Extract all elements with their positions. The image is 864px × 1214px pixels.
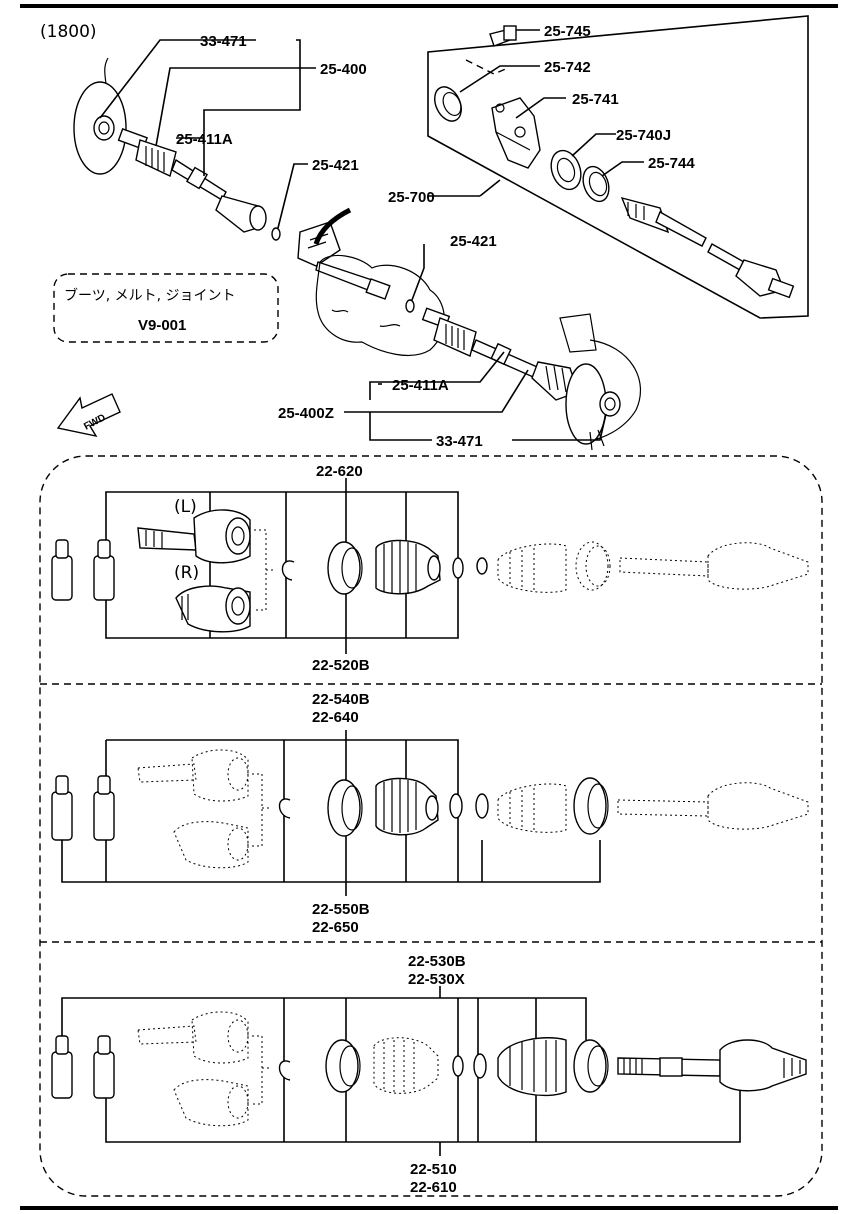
label-25-745: 25-745 (544, 23, 591, 40)
grease-tube-1 (51, 539, 73, 601)
snap-ring (281, 560, 295, 581)
p2-bottom-label-1: 22-550B (312, 901, 370, 918)
label-33-471-a: 33-471 (200, 33, 247, 50)
label-25-400: 25-400 (320, 61, 367, 78)
clamp-3 (449, 793, 463, 819)
panel-3: 22-530B 22-530X 22-510 22-610 (51, 953, 807, 1196)
snap-ring-2 (278, 798, 291, 819)
grease-tube-3 (51, 775, 73, 841)
right-hub (559, 313, 641, 451)
boot-inner-dotted-3 (373, 1037, 439, 1094)
fwd-arrow: FWD (56, 393, 121, 438)
label-25-700: 25-700 (388, 189, 435, 206)
joint-lower-dotted (173, 821, 249, 869)
circlip-a (271, 227, 281, 241)
tag-right: (R) (174, 563, 199, 583)
label-25-400Z: 25-400Z (278, 405, 334, 422)
left-driveshaft (117, 128, 267, 233)
joint-upper-dotted-3 (137, 1011, 249, 1064)
p3-top-label-1: 22-530B (408, 953, 466, 970)
clamp-1 (452, 557, 464, 579)
label-33-471-b: 33-471 (436, 433, 483, 450)
label-25-741: 25-741 (572, 91, 619, 108)
right-driveshaft (421, 307, 579, 401)
p1-top-label: 22-620 (316, 463, 363, 480)
p3-bottom-label-1: 22-510 (410, 1161, 457, 1178)
inset-box (427, 15, 809, 319)
joint-upper-dotted (137, 749, 249, 802)
seal (434, 86, 462, 122)
clamp-4 (475, 793, 489, 819)
boot-outer-2 (497, 783, 567, 833)
p2-bottom-label-2: 22-650 (312, 919, 359, 936)
top-assembly: 33-471 25-400 25-411A 25-421 25-700 25-4… (73, 15, 809, 451)
label-25-421-a: 25-421 (312, 157, 359, 174)
dust-ring (582, 165, 610, 203)
panel-1: (L) (R) (51, 463, 809, 674)
model-code: (1800) (40, 22, 97, 42)
p3-bottom-label-2: 22-610 (410, 1179, 457, 1196)
label-25-742: 25-742 (544, 59, 591, 76)
boot-band (327, 541, 363, 595)
left-hub (73, 57, 127, 175)
joint-left (137, 509, 251, 564)
tag-left: (L) (174, 497, 197, 517)
bracket (491, 97, 541, 169)
snap-ring-3 (278, 1060, 291, 1081)
p2-top-label-2: 22-640 (312, 709, 359, 726)
circlip-b (405, 299, 415, 313)
label-25-740J: 25-740J (616, 127, 671, 144)
clamp-5 (452, 1055, 464, 1077)
grease-tube-2 (93, 539, 115, 601)
p3-top-label-2: 22-530X (408, 971, 465, 988)
boot-band-4 (325, 1039, 361, 1093)
shaft-3 (617, 1039, 807, 1092)
leader-lines (99, 29, 644, 441)
clamp-6 (473, 1053, 487, 1079)
shaft (619, 542, 809, 590)
bolt (489, 25, 517, 47)
boot-inner-2 (375, 777, 439, 836)
label-25-421-b: 25-421 (450, 233, 497, 250)
panel-2: 22-540B 22-640 22-550B 22-650 (51, 691, 809, 936)
label-25-411A-b: 25-411A (392, 377, 449, 394)
joint-right (175, 585, 251, 633)
p1-bottom-label: 22-520B (312, 657, 370, 674)
boot-band-3 (573, 777, 609, 835)
kits-frame (39, 455, 823, 1197)
shaft-2 (617, 782, 809, 830)
transaxle (297, 207, 445, 357)
clamp-2 (476, 557, 488, 575)
grease-tube-6 (93, 1035, 115, 1099)
boot-outer-3 (497, 1037, 567, 1097)
label-25-411A-a: 25-411A (176, 131, 233, 148)
note-title: ブーツ, メルト, ジョイント (64, 287, 236, 304)
p2-top-label-1: 22-540B (312, 691, 370, 708)
inset-shaft (620, 196, 795, 299)
bearing (550, 149, 582, 191)
boot-band-2 (327, 779, 363, 837)
boot-inner (375, 539, 441, 595)
note-box: ブーツ, メルト, ジョイント V9-001 (53, 273, 279, 343)
boot-outer (497, 541, 611, 593)
grease-tube-5 (51, 1035, 73, 1099)
grease-tube-4 (93, 775, 115, 841)
label-25-744: 25-744 (648, 155, 695, 172)
note-ref: V9-001 (138, 317, 186, 334)
boot-band-5 (573, 1039, 609, 1093)
joint-lower-dotted-3 (173, 1079, 249, 1127)
